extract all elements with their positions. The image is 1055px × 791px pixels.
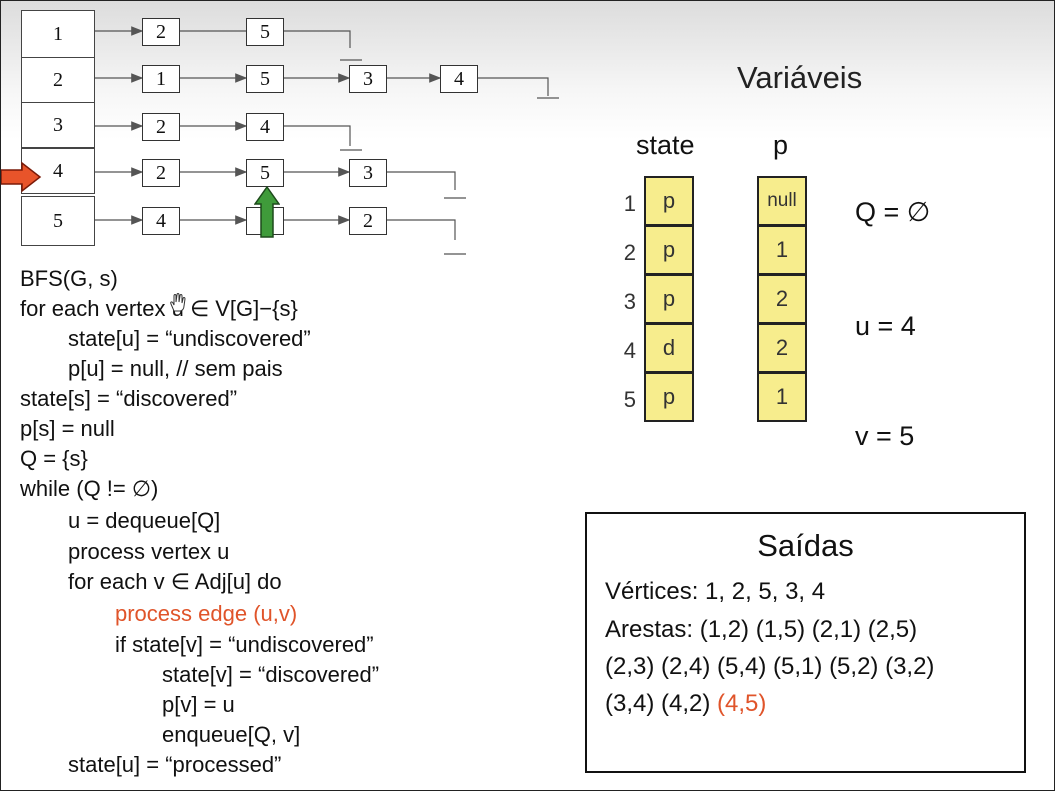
code-line-13: if state[v] = “undiscovered” [115,632,374,657]
code-line-8: while (Q != ∅) [20,476,159,501]
vertex-cell-1: 1 [21,10,95,58]
p-cell-5: 1 [757,372,807,422]
p-column-header: p [773,130,789,160]
queue-value: Q = ∅ [855,197,931,227]
p-cell-2: 1 [757,225,807,275]
code-line-6: p[s] = null [20,416,115,441]
p-cell-3: 2 [757,274,807,324]
code-line-1: BFS(G, s) [20,266,118,291]
list-node-5-3: 2 [349,207,387,235]
row-label-2: 2 [623,240,636,265]
output-edges-line-3-text: (3,4) (4,2) [605,690,718,717]
current-neighbor-arrow-icon [254,186,280,238]
output-edges-line-2: (2,3) (2,4) (5,4) (5,1) (5,2) (3,2) [605,653,935,680]
row3-null-terminator [284,125,362,151]
code-line-17: state[u] = “processed” [68,752,282,777]
adjacency-arrows-layer [95,26,559,255]
code-line-12-highlighted: process edge (u,v) [115,601,298,626]
variables-title: Variáveis [737,60,863,95]
vertex-cell-3: 3 [21,102,95,148]
vertex-cell-2: 2 [21,57,95,103]
code-line-9: u = dequeue[Q] [68,508,221,533]
outputs-title: Saídas [757,528,854,563]
u-value: u = 4 [855,311,916,341]
code-line-15: p[v] = u [162,692,235,717]
state-cell-4: d [644,323,694,373]
vertex-cell-5: 5 [21,196,95,246]
list-node-4-2: 5 [246,159,284,187]
code-line-11: for each v ∈ Adj[u] do [68,569,282,594]
list-node-2-1: 1 [142,65,180,93]
list-node-1-2: 5 [246,18,284,46]
outputs-box: Saídas Vértices: 1, 2, 5, 3, 4 Arestas: … [585,512,1026,773]
code-line-3: state[u] = “undiscovered” [68,326,311,351]
row-label-5: 5 [623,387,636,412]
output-vertices-line: Vértices: 1, 2, 5, 3, 4 [605,578,826,605]
list-node-2-4: 4 [440,65,478,93]
code-line-16: enqueue[Q, v] [162,722,301,747]
state-cell-5: p [644,372,694,422]
list-node-3-1: 2 [142,113,180,141]
adjacency-list-diagram: 1 2 3 4 5 2 5 1 5 3 4 2 4 2 5 3 4 2 [0,0,620,270]
list-node-5-1: 4 [142,207,180,235]
state-column-header: state [636,130,695,160]
row-label-4: 4 [623,338,636,363]
v-value: v = 5 [855,421,915,451]
list-node-4-3: 3 [349,159,387,187]
output-current-edge-highlight: (4,5) [717,690,767,717]
state-cell-2: p [644,225,694,275]
output-edges-line-3: (3,4) (4,2) (4,5) [605,690,766,718]
code-line-14: state[v] = “discovered” [162,662,380,687]
current-vertex-arrow-icon [0,161,42,193]
output-edges-line-1: Arestas: (1,2) (1,5) (2,1) (2,5) [605,616,918,643]
state-cell-3: p [644,274,694,324]
code-line-4: p[u] = null, // sem pais [68,356,283,381]
row5-null-terminator [387,219,466,255]
state-cell-1: p [644,176,694,226]
code-line-7: Q = {s} [20,446,88,471]
list-node-2-3: 3 [349,65,387,93]
list-node-2-2: 5 [246,65,284,93]
row-label-1: 1 [623,191,636,216]
p-cell-4: 2 [757,323,807,373]
p-cell-1: null [757,176,807,226]
row-label-3: 3 [623,289,636,314]
code-line-2: for each vertex u ∈ V[G]−{s} [20,296,298,321]
code-line-5: state[s] = “discovered” [20,386,238,411]
row2-null-terminator [478,77,559,99]
row4-null-terminator [387,171,466,199]
list-node-4-1: 2 [142,159,180,187]
row1-null-terminator [284,30,362,61]
list-node-3-2: 4 [246,113,284,141]
hand-cursor-icon [170,293,186,312]
list-node-1-1: 2 [142,18,180,46]
code-line-10: process vertex u [68,539,230,564]
